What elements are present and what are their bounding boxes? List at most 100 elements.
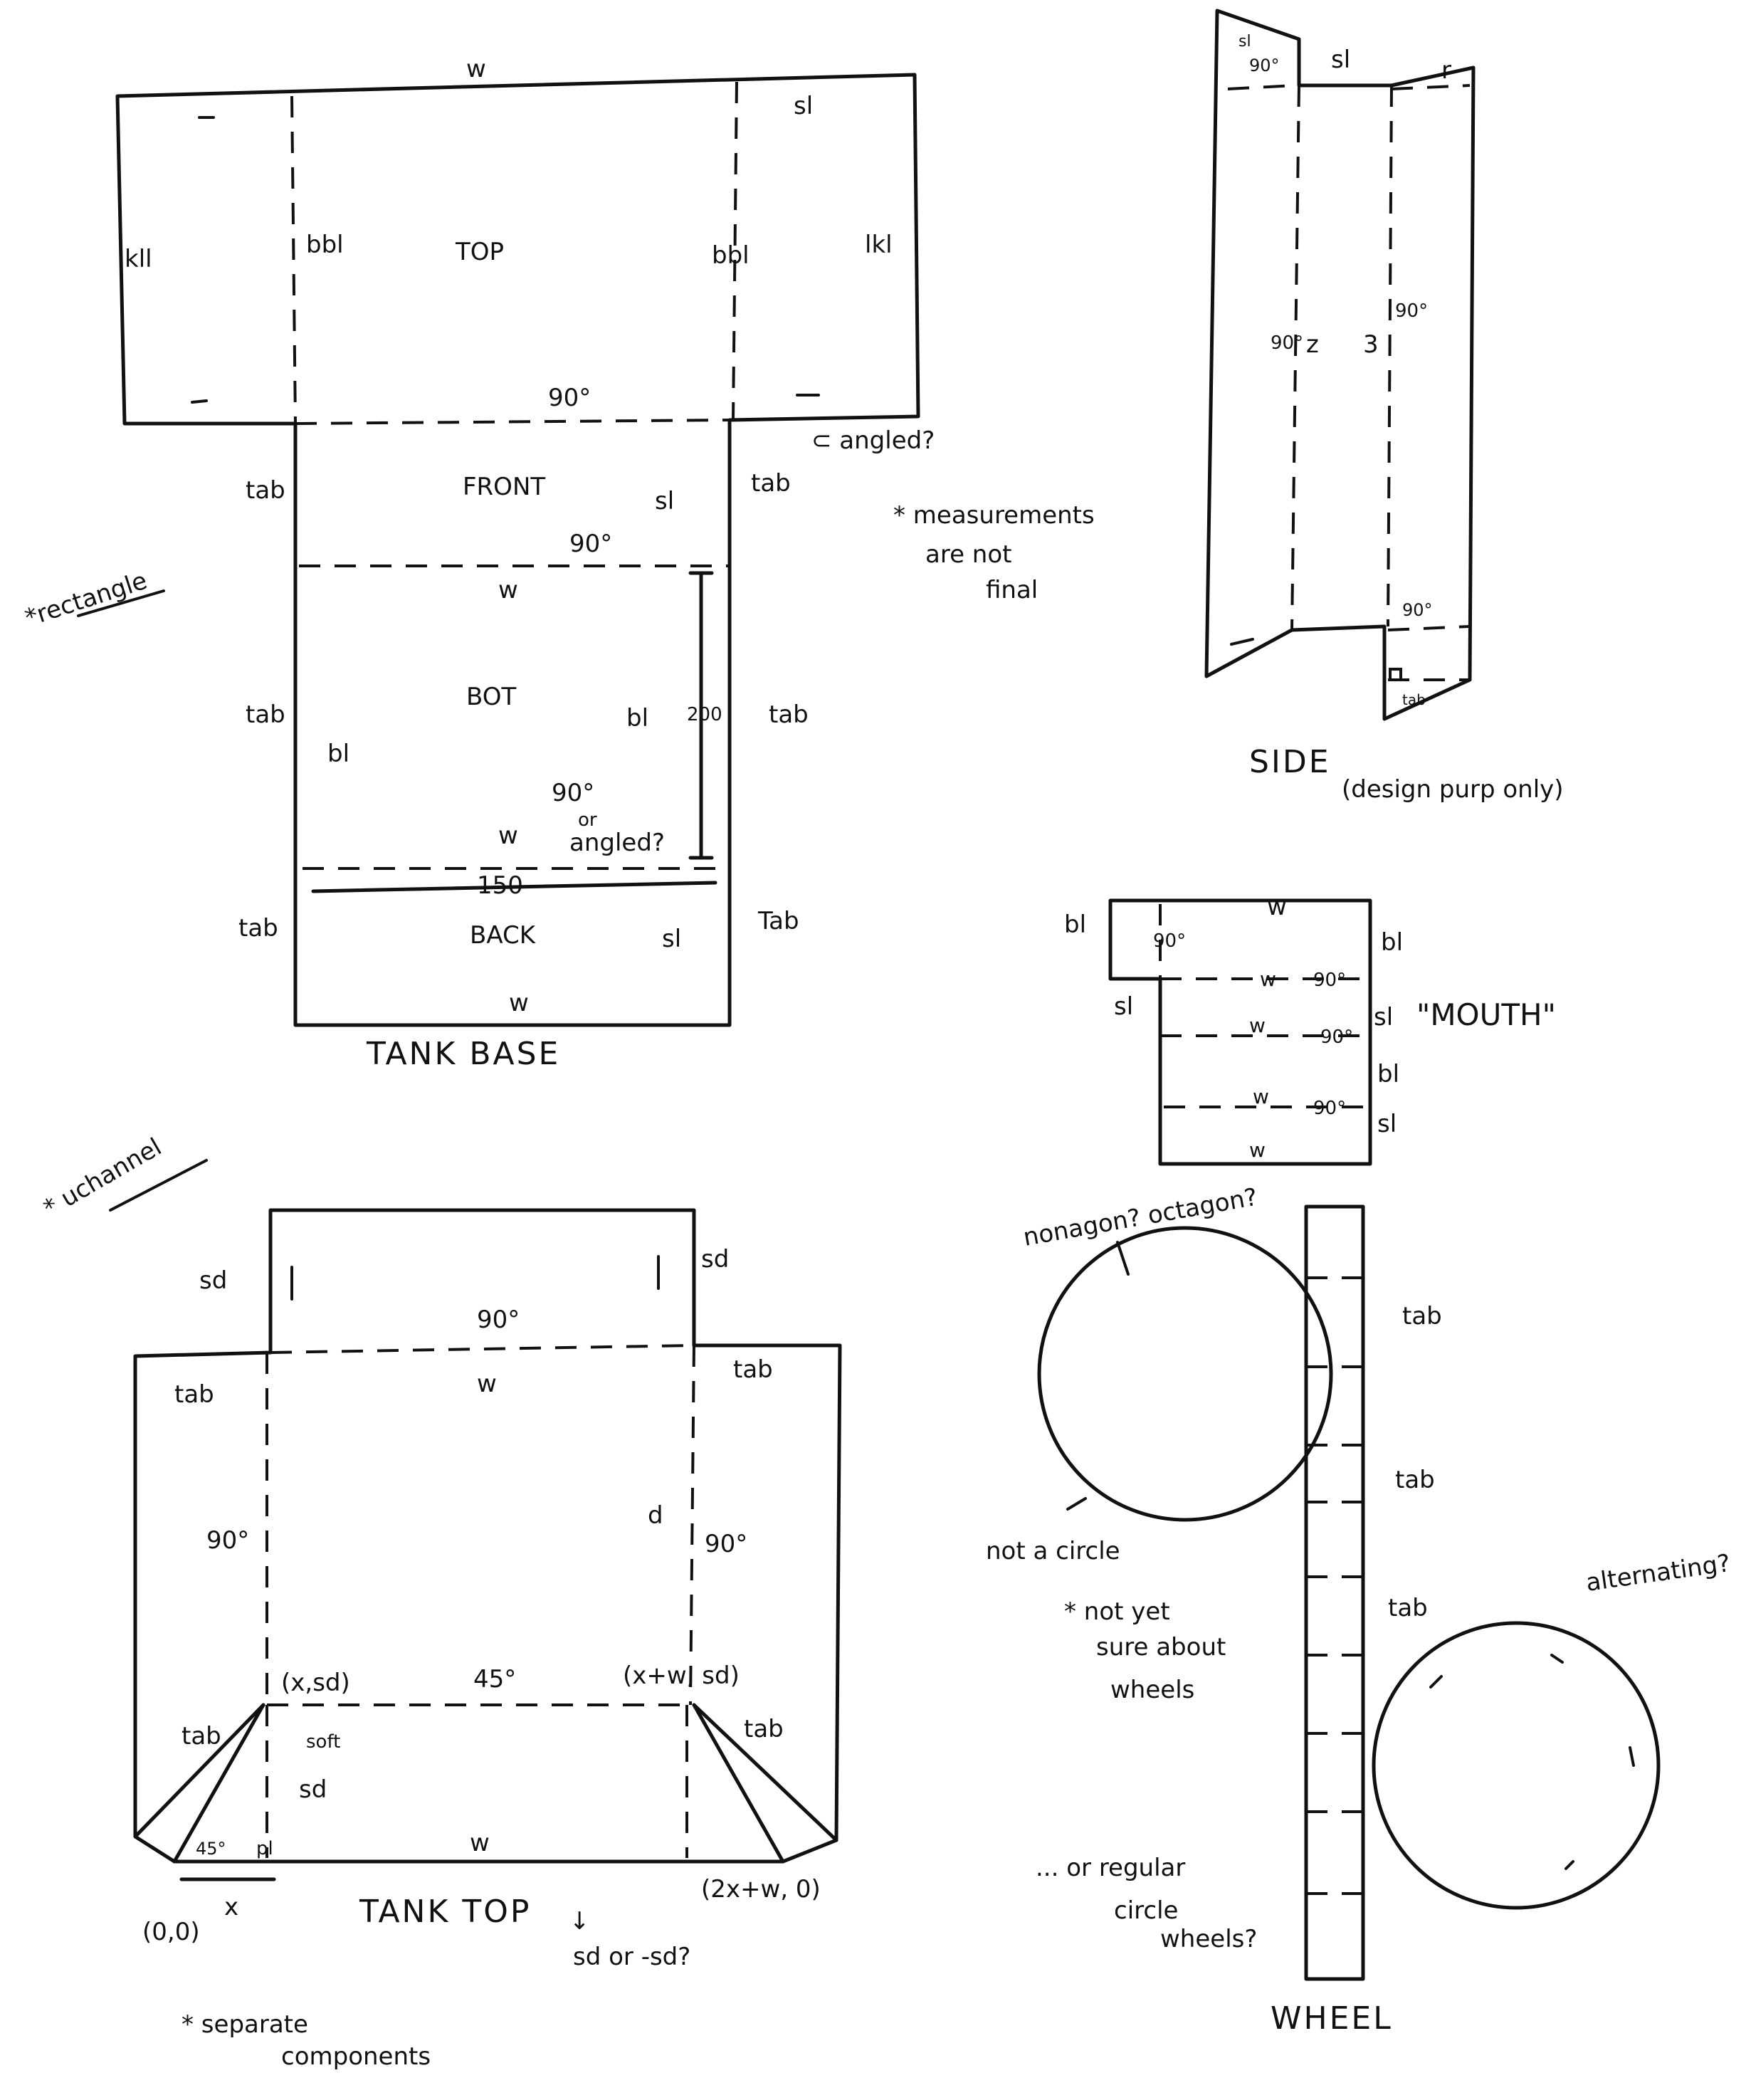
tank-top-w-top: w	[477, 1370, 497, 1398]
top-angle-label: 90°	[548, 384, 591, 412]
bot-angle-note: 90°	[552, 779, 594, 807]
bot-w-top: w	[498, 576, 518, 604]
tank-base-net: w sl kll bbl TOP bbl lkl 90° ⊂ angled? t…	[115, 55, 935, 1072]
tank-top-angle-mid: 45°	[473, 1665, 516, 1694]
top-kl-label: kll	[125, 245, 152, 273]
tank-top-angle-corner: 45°	[196, 1839, 226, 1859]
side-net: sl 90° sl r 90° z 3 90° 90° tab SIDE (de…	[1204, 9, 1564, 804]
tank-top-net: sd sd 90° w tab tab 90° d 90° (x,sd) 45°…	[133, 1208, 842, 1946]
tank-top-angle-right: 90°	[705, 1530, 747, 1558]
tank-top-angle-left: 90°	[206, 1526, 249, 1555]
mouth-sl-right: sl	[1374, 1003, 1393, 1031]
tank-top-xsd: (x,sd)	[281, 1669, 350, 1697]
side-outline	[1204, 9, 1476, 721]
front-angle-label: 90°	[569, 530, 612, 558]
mouth-angle-3: 90°	[1320, 1027, 1353, 1048]
mouth-angle-4: 90°	[1313, 1098, 1346, 1119]
side-r-label: r	[1441, 56, 1451, 85]
back-tab-right: Tab	[757, 907, 799, 935]
tank-top-d-label: d	[648, 1501, 663, 1530]
mouth-sl-right-2: sl	[1377, 1110, 1397, 1138]
side-subtitle: (design purp only)	[1342, 775, 1564, 804]
tank-base-title: TANK BASE	[366, 1036, 560, 1072]
wheels-note-1: * not yet	[1064, 1597, 1170, 1626]
tank-top-sd-left: sd	[199, 1266, 227, 1295]
side-bottom-fold	[1387, 625, 1471, 631]
side-sl-label: sl	[1331, 46, 1350, 74]
top-kl-right-label: lkl	[865, 231, 893, 259]
bot-angle-or: or	[578, 809, 597, 831]
tank-top-tab-right: tab	[733, 1355, 773, 1384]
mouth-angle-2: 90°	[1313, 970, 1346, 991]
uchannel-note: * uchannel	[39, 1133, 167, 1223]
bot-w-bottom: w	[498, 821, 518, 850]
mouth-bl-right-1: bl	[1381, 928, 1403, 957]
tank-top-xw-sd: (x+w, sd)	[623, 1661, 740, 1690]
top-right-fold	[732, 81, 738, 421]
mouth-title: "MOUTH"	[1416, 997, 1556, 1032]
wheel-title: WHEEL	[1271, 2000, 1393, 2037]
tank-top-x: x	[224, 1893, 238, 1921]
top-w-label: w	[466, 55, 486, 83]
mouth-w-3: w	[1253, 1085, 1269, 1108]
side-z-label: z	[1306, 330, 1319, 359]
bot-bl-left: bl	[327, 740, 349, 768]
mouth-angle-1: 90°	[1153, 930, 1186, 952]
wheel-net: nonagon? octagon? not a circle tab tab t…	[986, 1183, 1732, 2037]
tank-top-origin: (0,0)	[142, 1918, 200, 1946]
wheel-regular-1: ... or regular	[1036, 1854, 1185, 1882]
mouth-sl-left: sl	[1114, 992, 1133, 1021]
tank-top-right-flap	[692, 1703, 785, 1864]
front-name-label: FRONT	[463, 473, 545, 501]
back-name-label: BACK	[470, 921, 537, 950]
mouth-w-1: w	[1260, 967, 1276, 991]
front-tab-right: tab	[751, 469, 791, 498]
side-angle-top: 90°	[1249, 56, 1280, 75]
top-sl-label: sl	[794, 92, 813, 120]
side-angle-left: 90°	[1271, 332, 1303, 354]
wheel-regular-3: wheels?	[1160, 1925, 1257, 1953]
front-sl-label: sl	[655, 487, 674, 515]
wheel-strip	[1304, 1204, 1365, 1981]
tank-top-tab-lower-right: tab	[744, 1715, 784, 1743]
measurements-note-3: final	[986, 576, 1038, 604]
side-left-fold	[1290, 85, 1300, 631]
top-bl-left-label: bbl	[306, 231, 344, 259]
bot-bl-right: bl	[626, 704, 648, 733]
wheels-note-3: wheels	[1110, 1676, 1194, 1704]
bot-angle-alt: angled?	[569, 829, 665, 857]
top-left-fold	[290, 95, 297, 424]
wheel-tab-1: tab	[1402, 1302, 1442, 1330]
side-three-label: 3	[1363, 330, 1379, 359]
top-front-fold	[295, 419, 730, 425]
bot-width-label: 150	[477, 871, 523, 900]
tank-top-w-bottom: w	[470, 1829, 490, 1857]
back-tab-left: tab	[238, 914, 278, 943]
side-right-fold	[1387, 85, 1393, 627]
wheel-alternating: alternating?	[1584, 1549, 1732, 1597]
sd-question-arrow: ↓	[569, 1907, 590, 1936]
front-tab-left: tab	[246, 476, 285, 505]
tank-base-outline	[115, 73, 920, 1027]
tank-top-sd-right: sd	[701, 1245, 729, 1274]
bot-tab-right: tab	[769, 700, 809, 729]
bot-height-label: 200	[687, 704, 722, 725]
tank-top-title: TANK TOP	[359, 1894, 531, 1930]
tank-top-end: (2x+w, 0)	[701, 1875, 821, 1904]
separate-note-1: * separate	[182, 2010, 308, 2039]
sd-question-note: sd or -sd?	[573, 1943, 690, 1971]
bot-tab-left: tab	[246, 700, 285, 729]
bot-name-label: BOT	[466, 683, 516, 711]
wheel-not-circle: not a circle	[986, 1537, 1120, 1565]
wheel-tab-2: tab	[1395, 1466, 1435, 1494]
tank-top-upper-fold	[270, 1344, 695, 1354]
side-angle-right: 90°	[1395, 300, 1428, 322]
side-angle-bottom: 90°	[1402, 600, 1433, 620]
side-title: SIDE	[1249, 744, 1331, 780]
tank-top-left-flap	[172, 1703, 265, 1864]
wheel-shape-question: nonagon? octagon?	[1021, 1183, 1260, 1252]
tank-top-pl: pl	[256, 1838, 273, 1859]
measurements-note-1: * measurements	[893, 501, 1095, 530]
top-bl-right-label: bbl	[712, 241, 750, 270]
